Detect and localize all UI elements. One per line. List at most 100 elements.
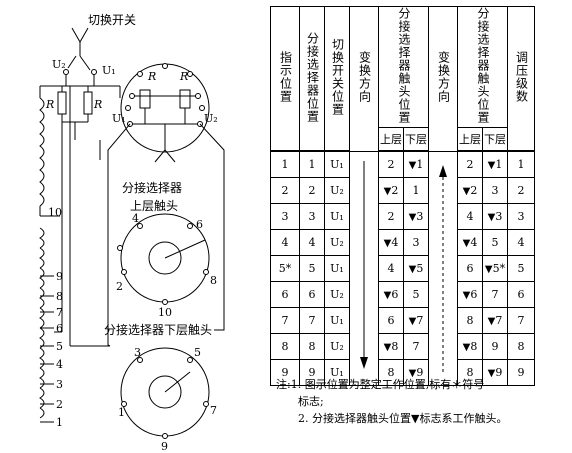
cell-b-lower: ▼7 — [482, 307, 508, 334]
cell-a-lower: ▼5 — [403, 255, 429, 282]
tap-8: 8 — [56, 290, 63, 303]
selector-upper-label2: 上层触头 — [130, 199, 178, 213]
note-1: 注:1. 图示位置为整定工作位置,标有＊符号 — [276, 378, 485, 391]
note-1b: 标志; — [298, 395, 324, 408]
cell-selector: 8 — [299, 333, 325, 360]
working-contact-marker: ▼ — [408, 316, 417, 327]
cell-switch: U₂ — [324, 177, 350, 204]
cell-indicator: 4 — [270, 229, 300, 256]
cell-b-upper: ▼6 — [457, 281, 483, 308]
upper-ring-2: 2 — [116, 280, 123, 293]
working-contact-marker: ▼ — [383, 342, 392, 353]
lower-ring-1: 1 — [118, 406, 125, 419]
cell-selector: 9 — [299, 359, 325, 386]
working-contact-marker: ▼ — [487, 160, 496, 171]
cell-a-upper: 6 — [378, 307, 404, 334]
upper-ring-8: 8 — [210, 274, 217, 287]
cell-a-upper: ▼8 — [378, 333, 404, 360]
cell-switch: U₂ — [324, 281, 350, 308]
working-contact-marker: ▼ — [383, 238, 392, 249]
u2-label: U₂ — [52, 58, 66, 71]
upper-ring-10: 10 — [158, 306, 172, 319]
working-contact-marker: ▼ — [462, 238, 471, 249]
cell-a-upper: ▼6 — [378, 281, 404, 308]
cell-a-upper: 2 — [378, 203, 404, 230]
header-direction-b: 变换方向 — [428, 6, 458, 151]
lower-ring-7: 7 — [210, 404, 217, 417]
cell-switch: U₂ — [324, 229, 350, 256]
u1-ring-label: U₁ — [112, 112, 126, 125]
cell-b-upper: ▼2 — [457, 177, 483, 204]
cell-level: 3 — [507, 203, 535, 230]
header-switch-position: 切换开关位置 — [324, 6, 350, 152]
cell-indicator: 5* — [270, 255, 300, 282]
notes: 注:1. 图示位置为整定工作位置,标有＊符号 标志; 2. 分接选择器触头位置▼… — [276, 376, 507, 427]
cell-switch: U₁ — [324, 359, 350, 386]
cell-level: 5 — [507, 255, 535, 282]
header-level: 调压级数 — [507, 6, 535, 152]
cell-b-upper: 4 — [457, 203, 483, 230]
cell-a-lower: 3 — [403, 229, 429, 256]
working-contact-marker: ▼ — [484, 264, 493, 275]
cell-level: 7 — [507, 307, 535, 334]
cell-selector: 3 — [299, 203, 325, 230]
cell-switch: U₂ — [324, 333, 350, 360]
cell-indicator: 1 — [270, 150, 300, 178]
cell-b-lower: ▼1 — [482, 150, 508, 178]
lower-ring-9: 9 — [161, 440, 168, 453]
cell-a-lower: ▼7 — [403, 307, 429, 334]
working-contact-marker: ▼ — [487, 212, 496, 223]
cell-b-lower: ▼5* — [482, 255, 508, 282]
cell-b-lower: 7 — [482, 281, 508, 308]
cell-selector: 1 — [299, 150, 325, 178]
tap-9: 9 — [56, 270, 63, 283]
cell-switch: U₁ — [324, 150, 350, 178]
lower-ring-3: 3 — [134, 346, 141, 359]
cell-b-lower: ▼3 — [482, 203, 508, 230]
cell-selector: 5 — [299, 255, 325, 282]
note-2: 2. 分接选择器触头位置▼标志系工作触头。 — [298, 412, 508, 425]
tap-4: 4 — [56, 358, 63, 371]
cell-b-lower: 5 — [482, 229, 508, 256]
cell-switch: U₁ — [324, 307, 350, 334]
direction-up-arrow — [428, 150, 458, 386]
cell-a-lower: ▼9 — [403, 359, 429, 386]
cell-b-upper: ▼8 — [457, 333, 483, 360]
working-contact-marker: ▼ — [487, 316, 496, 327]
cell-b-upper: ▼4 — [457, 229, 483, 256]
u1-label: U₁ — [102, 64, 116, 77]
cell-level: 9 — [507, 359, 535, 386]
cell-indicator: 3 — [270, 203, 300, 230]
sub-lower-b: 下层 — [482, 127, 508, 152]
working-contact-marker: ▼ — [487, 368, 496, 379]
r-label-4: R — [179, 70, 188, 83]
cell-level: 1 — [507, 150, 535, 178]
tap-5: 5 — [56, 340, 63, 353]
tap-7: 7 — [56, 306, 63, 319]
cell-a-upper: 4 — [378, 255, 404, 282]
cell-selector: 7 — [299, 307, 325, 334]
cell-a-upper: ▼4 — [378, 229, 404, 256]
cell-level: 8 — [507, 333, 535, 360]
cell-selector: 2 — [299, 177, 325, 204]
cell-indicator: 7 — [270, 307, 300, 334]
cell-a-upper: ▼2 — [378, 177, 404, 204]
position-table: 指示位置 分接选择器位置 切换开关位置 变换方向 分接选择器触头位置 变换方向 … — [270, 6, 535, 386]
working-contact-marker: ▼ — [383, 290, 392, 301]
sub-upper-a: 上层 — [378, 127, 404, 152]
working-contact-marker: ▼ — [462, 290, 471, 301]
cell-level: 6 — [507, 281, 535, 308]
r-label-3: R — [147, 70, 156, 83]
working-contact-marker: ▼ — [462, 186, 471, 197]
tap-6: 6 — [56, 322, 63, 335]
working-contact-marker: ▼ — [408, 160, 417, 171]
working-contact-marker: ▼ — [408, 368, 417, 379]
cell-selector: 4 — [299, 229, 325, 256]
